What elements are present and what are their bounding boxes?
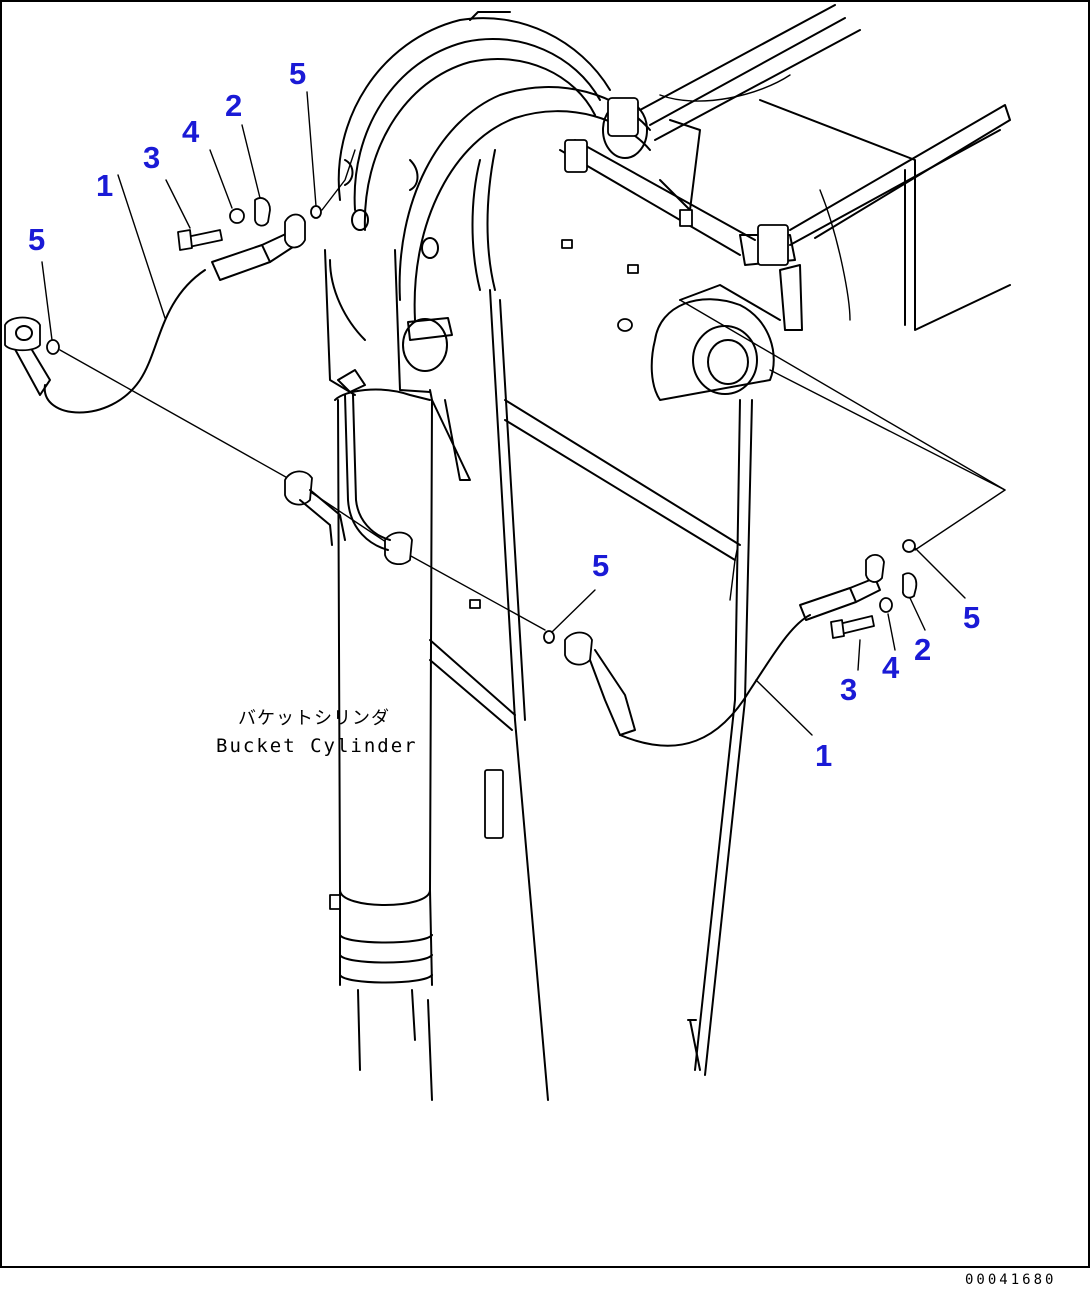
boom bbox=[639, 4, 1011, 331]
callout-right-4: 4 bbox=[882, 650, 900, 685]
right-fasteners bbox=[679, 299, 1006, 671]
hose-clamps-mid bbox=[284, 394, 413, 566]
callout-left-5-side: 5 bbox=[28, 222, 45, 257]
callout-left-5-top: 5 bbox=[289, 56, 306, 91]
right-hose-assembly bbox=[543, 554, 885, 747]
arm-head bbox=[324, 11, 796, 401]
left-fasteners bbox=[41, 91, 317, 341]
callout-right-5-mid: 5 bbox=[592, 548, 609, 583]
callout-left-4: 4 bbox=[182, 114, 200, 149]
bucket-cylinder bbox=[329, 369, 433, 1101]
callout-left-2: 2 bbox=[225, 88, 242, 123]
callout-right-2: 2 bbox=[914, 632, 931, 667]
left-hose-assembly bbox=[4, 149, 546, 631]
callout-left-3: 3 bbox=[143, 140, 160, 175]
bucket-cylinder-label: Bucket Cylinder bbox=[216, 735, 418, 757]
bucket-cylinder-label-jp: バケットシリンダ bbox=[238, 708, 390, 729]
callout-right-3: 3 bbox=[840, 672, 857, 707]
callout-right-5-end: 5 bbox=[963, 600, 980, 635]
drawing-number: 00041680 bbox=[965, 1272, 1056, 1288]
callouts: 1 2 3 4 5 5 5 5 2 4 3 1 bbox=[28, 56, 980, 773]
callout-right-1: 1 bbox=[815, 738, 832, 773]
arm-body bbox=[429, 289, 753, 1101]
callout-left-1: 1 bbox=[96, 168, 113, 203]
